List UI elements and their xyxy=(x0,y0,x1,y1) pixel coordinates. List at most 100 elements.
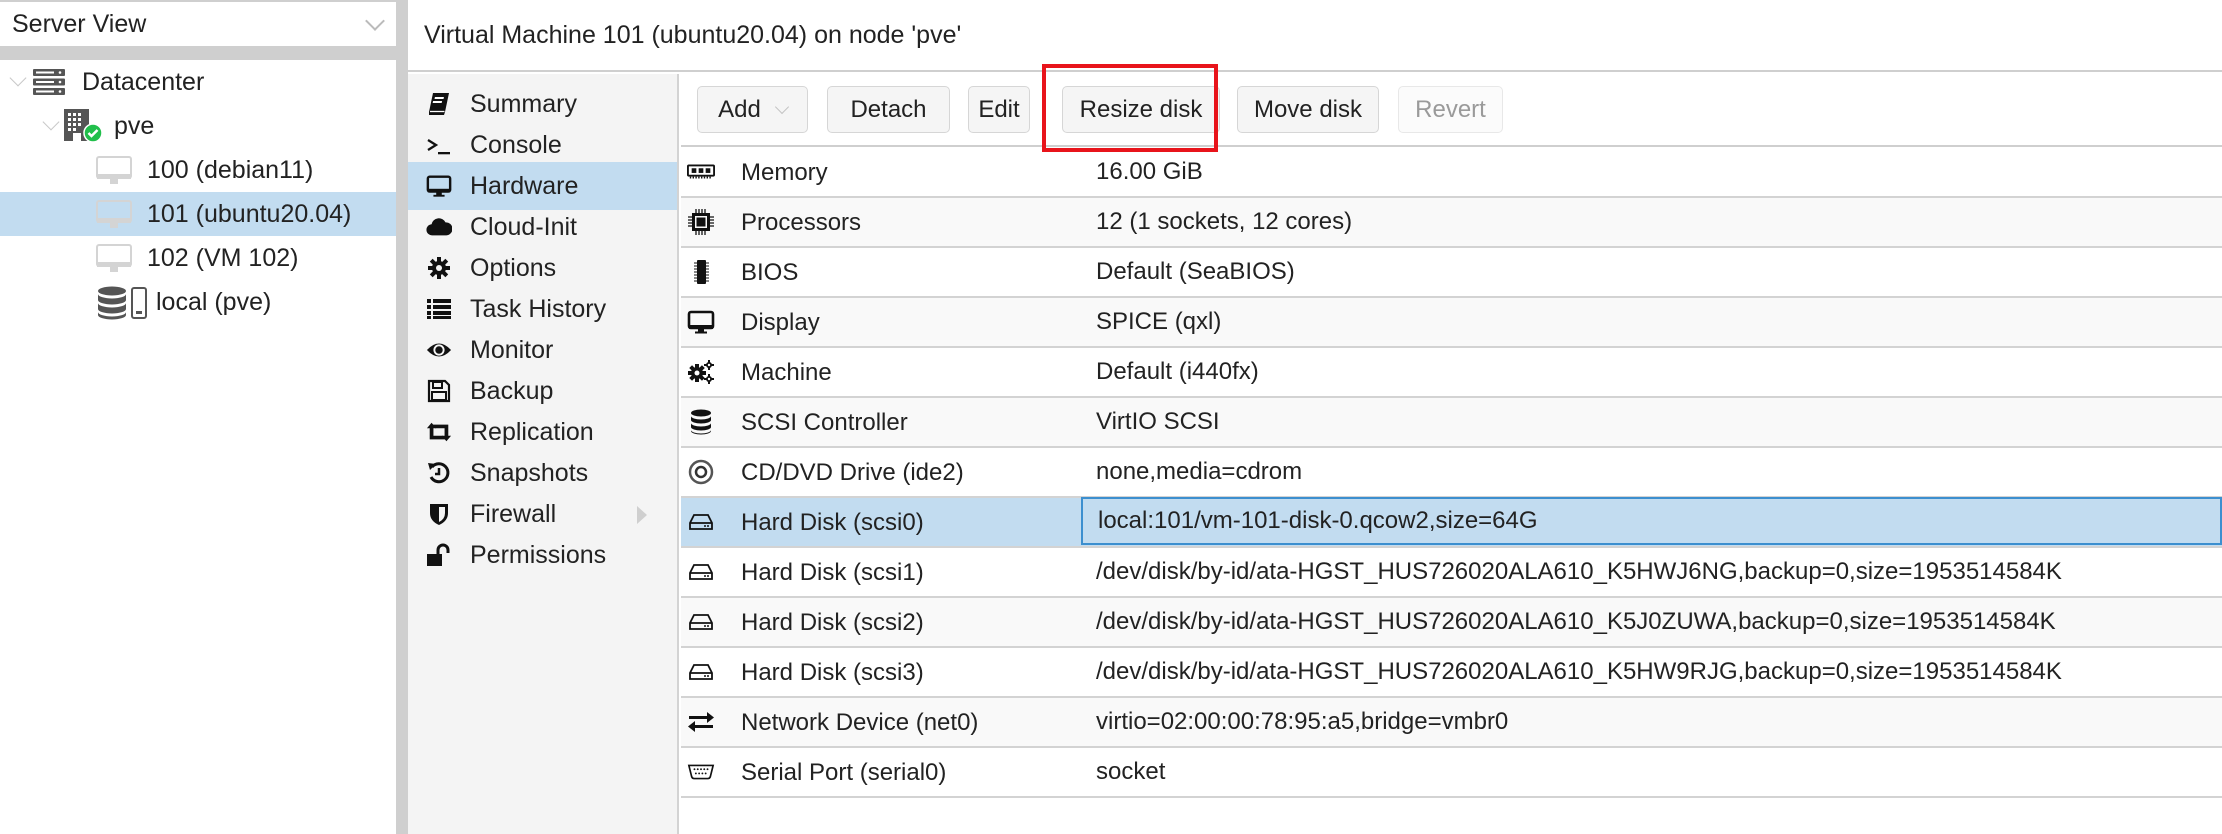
hardware-name: Hard Disk (scsi1) xyxy=(741,559,924,586)
tree-item-label: local (pve) xyxy=(156,287,272,316)
nav-item-replication[interactable]: Replication xyxy=(408,408,677,456)
nav-item-label: Summary xyxy=(470,89,577,118)
serial-port-icon xyxy=(687,761,715,783)
hardware-row-machine[interactable]: Machine Default (i440fx) xyxy=(681,348,2222,398)
terminal-icon xyxy=(426,133,452,157)
nav-item-label: Console xyxy=(470,130,562,159)
hardware-value: virtio=02:00:00:78:95:a5,bridge=vmbr0 xyxy=(1096,708,1509,735)
hardware-row-hard-disk-scsi3[interactable]: Hard Disk (scsi3) /dev/disk/by-id/ata-HG… xyxy=(681,648,2222,698)
history-icon xyxy=(426,461,452,485)
hardware-value: none,media=cdrom xyxy=(1096,458,1303,485)
tree-item-label: pve xyxy=(114,111,155,140)
nav-item-label: Cloud-Init xyxy=(470,212,577,241)
hardware-row-display[interactable]: Display SPICE (qxl) xyxy=(681,298,2222,348)
tree-item-node-pve[interactable]: pve xyxy=(0,104,396,148)
microchip-icon xyxy=(687,260,715,284)
hardware-name: CD/DVD Drive (ide2) xyxy=(741,459,964,486)
hardware-value: /dev/disk/by-id/ata-HGST_HUS726020ALA610… xyxy=(1096,608,2056,635)
nav-item-task-history[interactable]: Task History xyxy=(408,285,677,333)
retweet-icon xyxy=(426,420,452,444)
view-selector[interactable]: Server View xyxy=(0,2,396,46)
nav-item-hardware[interactable]: Hardware xyxy=(408,162,677,210)
tree-item-datacenter[interactable]: Datacenter xyxy=(0,60,396,104)
hardware-value: VirtIO SCSI xyxy=(1096,408,1220,435)
hardware-name: Hard Disk (scsi2) xyxy=(741,609,924,636)
vm-monitor-icon xyxy=(96,244,132,281)
shield-icon xyxy=(426,502,452,526)
nav-item-snapshots[interactable]: Snapshots xyxy=(408,449,677,497)
nav-item-label: Snapshots xyxy=(470,458,589,487)
tree-item-label: 102 (VM 102) xyxy=(147,243,299,272)
hardware-row-cdrom[interactable]: CD/DVD Drive (ide2) none,media=cdrom xyxy=(681,448,2222,498)
edit-button[interactable]: Edit xyxy=(968,86,1030,133)
tree-item-label: 100 (debian11) xyxy=(147,155,314,184)
hardware-name: Machine xyxy=(741,359,832,386)
hardware-name: Processors xyxy=(741,209,862,236)
hardware-name: Hard Disk (scsi0) xyxy=(741,509,924,536)
tree-item-label: 101 (ubuntu20.04) xyxy=(147,199,352,228)
nav-item-label: Task History xyxy=(470,294,607,323)
hardware-value: /dev/disk/by-id/ata-HGST_HUS726020ALA610… xyxy=(1096,558,2062,585)
tree-item-vm-100[interactable]: 100 (debian11) xyxy=(0,148,396,192)
exchange-icon xyxy=(687,711,715,733)
gear-icon xyxy=(426,256,452,280)
cdrom-icon xyxy=(687,459,715,485)
vm-nav-menu: Summary Console Hardware Cloud-Init Opti… xyxy=(408,74,679,834)
content-header: Virtual Machine 101 (ubuntu20.04) on nod… xyxy=(408,0,2222,72)
hardware-name: Memory xyxy=(741,159,828,186)
hdd-icon xyxy=(687,561,715,583)
list-icon xyxy=(426,297,452,321)
hardware-name: Network Device (net0) xyxy=(741,709,979,736)
nav-item-label: Permissions xyxy=(470,540,607,569)
nav-item-monitor[interactable]: Monitor xyxy=(408,326,677,374)
unlock-icon xyxy=(426,543,452,567)
hardware-name: Serial Port (serial0) xyxy=(741,759,947,786)
nav-item-firewall[interactable]: Firewall xyxy=(408,490,677,538)
hardware-value: SPICE (qxl) xyxy=(1096,308,1222,335)
resource-tree: Datacenter pve 100 (debian11) 101 (ubunt… xyxy=(0,60,396,834)
expand-chevron-icon[interactable] xyxy=(9,69,27,87)
add-button-label: Add xyxy=(718,95,761,123)
chevron-down-icon[interactable] xyxy=(365,11,385,31)
resize-disk-button[interactable]: Resize disk xyxy=(1062,86,1220,133)
tree-item-vm-101[interactable]: 101 (ubuntu20.04) xyxy=(0,192,396,236)
revert-button[interactable]: Revert xyxy=(1398,86,1503,133)
tree-item-storage-local[interactable]: local (pve) xyxy=(0,280,396,324)
nav-item-permissions[interactable]: Permissions xyxy=(408,531,677,579)
hardware-row-scsi-controller[interactable]: SCSI Controller VirtIO SCSI xyxy=(681,398,2222,448)
vm-monitor-icon xyxy=(96,156,132,193)
hardware-row-network-device[interactable]: Network Device (net0) virtio=02:00:00:78… xyxy=(681,698,2222,748)
submenu-arrow-icon[interactable] xyxy=(637,506,647,524)
hardware-value: 16.00 GiB xyxy=(1096,158,1203,185)
hardware-grid: Memory 16.00 GiB Processors 12 (1 socket… xyxy=(681,148,2222,834)
hardware-row-bios[interactable]: BIOS Default (SeaBIOS) xyxy=(681,248,2222,298)
hardware-toolbar: Add Detach Edit Resize disk Move disk Re… xyxy=(681,74,2222,147)
hardware-row-serial-port[interactable]: Serial Port (serial0) socket xyxy=(681,748,2222,798)
vm-monitor-icon xyxy=(96,200,132,237)
nav-item-options[interactable]: Options xyxy=(408,244,677,292)
hardware-value: /dev/disk/by-id/ata-HGST_HUS726020ALA610… xyxy=(1096,658,2062,685)
hardware-value: 12 (1 sockets, 12 cores) xyxy=(1096,208,1353,235)
nav-item-console[interactable]: Console xyxy=(408,121,677,169)
hardware-row-memory[interactable]: Memory 16.00 GiB xyxy=(681,148,2222,198)
nav-item-cloud-init[interactable]: Cloud-Init xyxy=(408,203,677,251)
add-button[interactable]: Add xyxy=(697,86,808,133)
hdd-icon xyxy=(687,611,715,633)
content-panel: Virtual Machine 101 (ubuntu20.04) on nod… xyxy=(408,0,2222,834)
expand-chevron-icon[interactable] xyxy=(42,113,60,131)
hardware-row-processors[interactable]: Processors 12 (1 sockets, 12 cores) xyxy=(681,198,2222,248)
tree-item-vm-102[interactable]: 102 (VM 102) xyxy=(0,236,396,280)
page-title: Virtual Machine 101 (ubuntu20.04) on nod… xyxy=(424,20,962,49)
move-disk-button[interactable]: Move disk xyxy=(1237,86,1379,133)
panel-splitter[interactable] xyxy=(396,0,408,834)
desktop-icon xyxy=(687,310,715,334)
nav-item-label: Monitor xyxy=(470,335,554,364)
cloud-icon xyxy=(426,215,452,239)
hardware-row-hard-disk-scsi0[interactable]: Hard Disk (scsi0) local:101/vm-101-disk-… xyxy=(681,497,2222,548)
hardware-row-hard-disk-scsi1[interactable]: Hard Disk (scsi1) /dev/disk/by-id/ata-HG… xyxy=(681,548,2222,598)
hardware-value: Default (i440fx) xyxy=(1096,358,1259,385)
nav-item-backup[interactable]: Backup xyxy=(408,367,677,415)
hardware-row-hard-disk-scsi2[interactable]: Hard Disk (scsi2) /dev/disk/by-id/ata-HG… xyxy=(681,598,2222,648)
nav-item-summary[interactable]: Summary xyxy=(408,80,677,128)
detach-button[interactable]: Detach xyxy=(827,86,950,133)
